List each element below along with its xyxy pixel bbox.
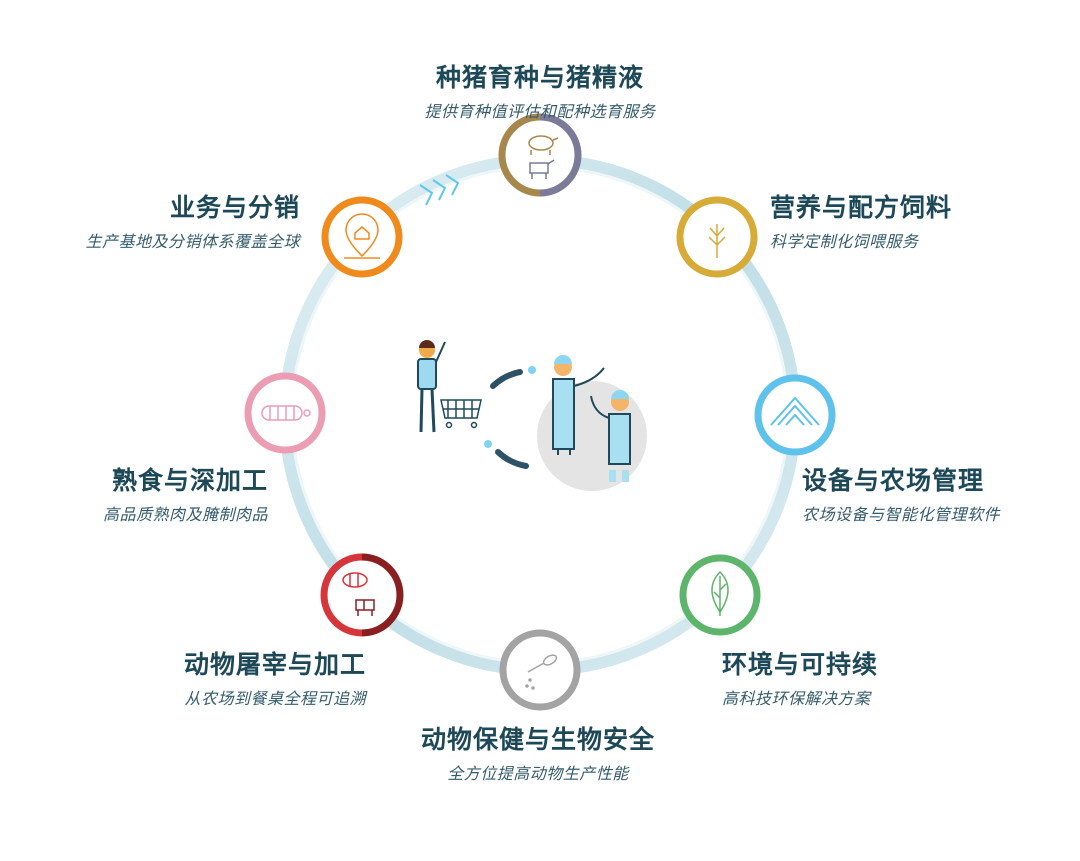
node-subtitle: 生产基地及分销体系覆盖全球 — [85, 232, 300, 251]
label-slaughter: 动物屠宰与加工 从农场到餐桌全程可追溯 — [184, 645, 366, 709]
pig-icon — [528, 135, 559, 155]
node-nutrition-circle[interactable] — [676, 196, 758, 278]
node-breeding-circle[interactable] — [498, 113, 582, 197]
label-distribution: 业务与分销 生产基地及分销体系覆盖全球 — [85, 188, 300, 252]
shopper-figure — [417, 340, 482, 433]
node-subtitle: 从农场到餐桌全程可追溯 — [184, 689, 366, 708]
direction-chevrons-icon — [419, 174, 460, 206]
node-title: 种猪育种与猪精液 — [435, 63, 645, 92]
node-title: 动物屠宰与加工 — [183, 650, 366, 679]
node-title: 环境与可持续 — [722, 650, 879, 679]
node-health-circle[interactable] — [499, 629, 581, 711]
ham-sausage-icon — [261, 405, 311, 421]
leaf-icon — [711, 570, 729, 616]
shopping-cart-icon — [440, 399, 482, 429]
node-title: 动物保健与生物安全 — [420, 725, 656, 754]
node-subtitle: 农场设备与智能化管理软件 — [802, 505, 1001, 524]
wheat-icon — [708, 224, 726, 258]
barn-roof-icon — [770, 396, 820, 426]
node-subtitle: 全方位提高动物生产性能 — [447, 764, 629, 783]
node-subtitle: 科学定制化饲喂服务 — [770, 232, 919, 251]
node-title: 业务与分销 — [169, 193, 300, 222]
node-environment-circle[interactable] — [679, 554, 761, 636]
label-environment: 环境与可持续 高科技环保解决方案 — [722, 645, 878, 709]
node-subtitle: 高品质熟肉及腌制肉品 — [102, 505, 268, 524]
pig-cuts-icon — [342, 572, 368, 588]
node-subtitle: 提供育种值评估和配种选育服务 — [424, 102, 656, 121]
label-nutrition: 营养与配方饲料 科学定制化饲喂服务 — [770, 188, 952, 252]
location-pin-icon — [344, 213, 380, 259]
label-deli: 熟食与深加工 高品质熟肉及腌制肉品 — [103, 461, 268, 525]
cow-icon — [529, 159, 555, 179]
label-health: 动物保健与生物安全 全方位提高动物生产性能 — [421, 720, 655, 784]
node-equipment-circle[interactable] — [754, 374, 836, 456]
spoon-powder-icon — [525, 654, 558, 690]
node-deli-circle[interactable] — [244, 372, 326, 454]
node-slaughter-circle[interactable] — [320, 553, 404, 637]
label-equipment: 设备与农场管理 农场设备与智能化管理软件 — [802, 461, 1000, 525]
node-subtitle: 高科技环保解决方案 — [722, 689, 871, 708]
node-title: 熟食与深加工 — [111, 466, 268, 495]
center-illustration — [417, 340, 647, 491]
farmer-figures — [552, 355, 631, 482]
node-distribution-circle[interactable] — [321, 196, 403, 278]
node-title: 营养与配方饲料 — [770, 193, 953, 222]
label-breeding: 种猪育种与猪精液 提供育种值评估和配种选育服务 — [424, 58, 655, 122]
node-title: 设备与农场管理 — [802, 466, 985, 495]
cow-cuts-icon — [355, 599, 375, 616]
